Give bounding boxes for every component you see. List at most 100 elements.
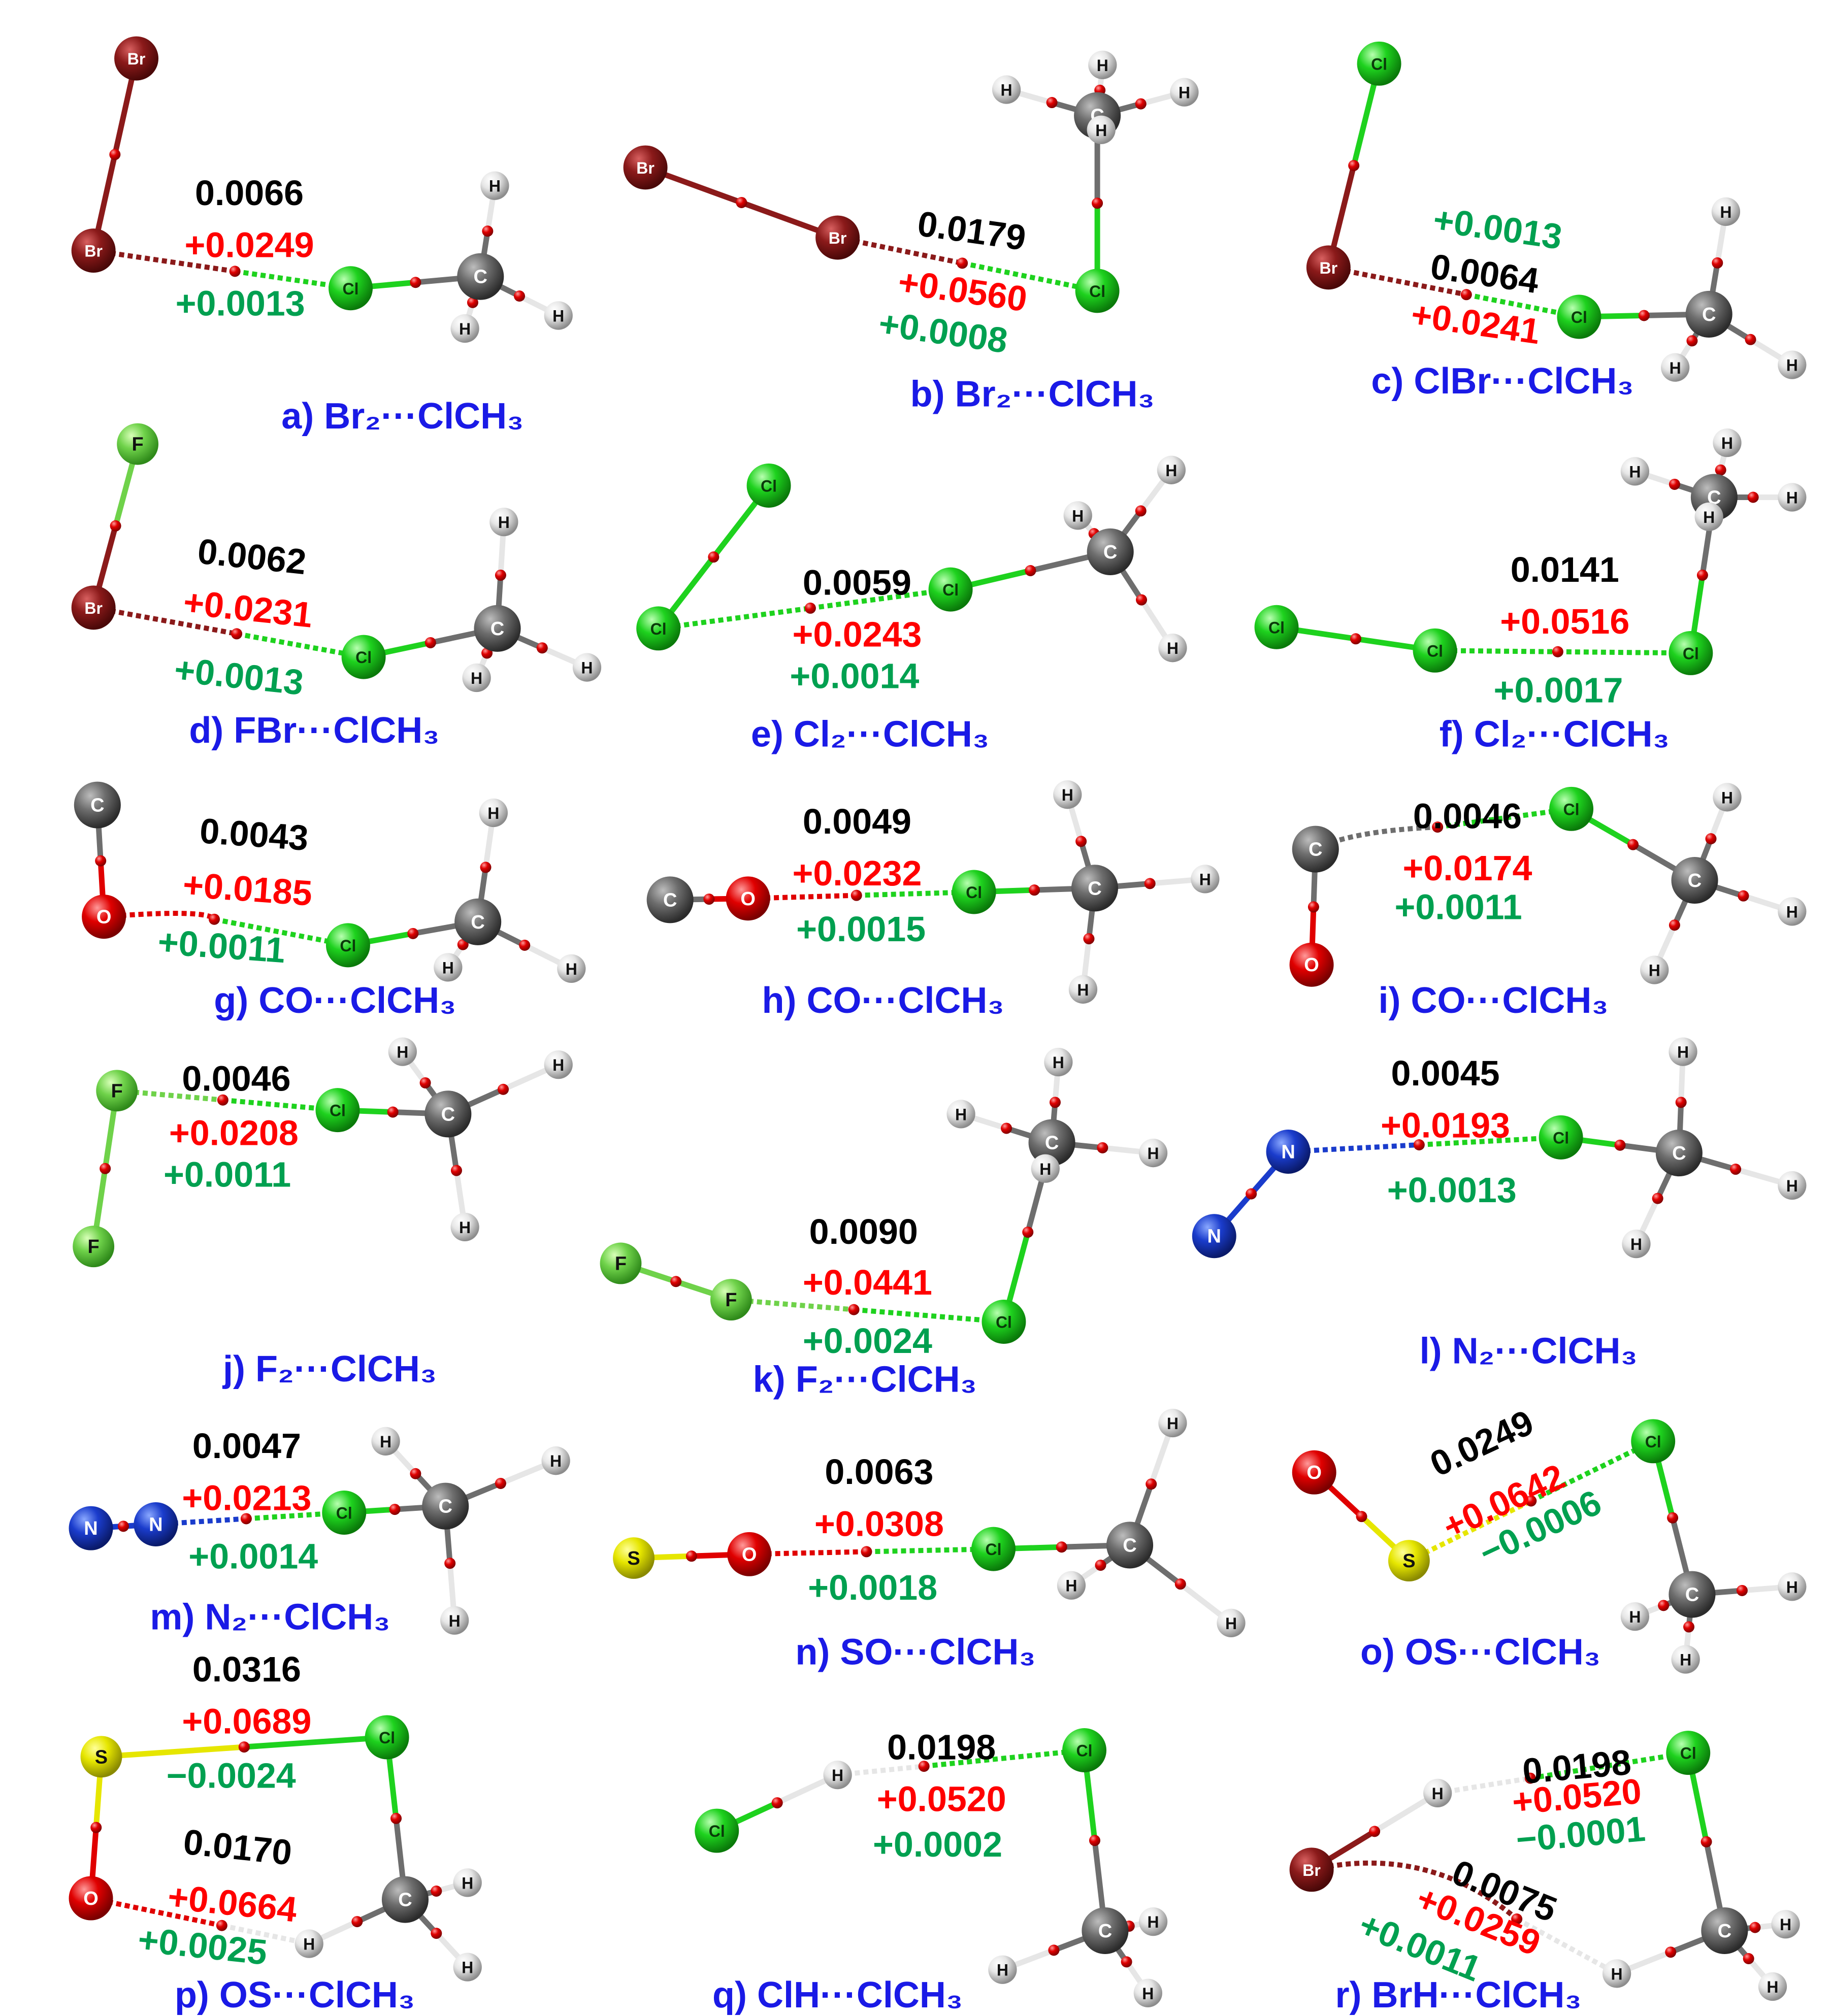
bond-critical-point bbox=[1675, 1097, 1687, 1108]
atom-label-c: C bbox=[1718, 1921, 1731, 1942]
atom-label-h: H bbox=[1039, 1160, 1051, 1178]
atom-s bbox=[80, 1736, 122, 1778]
atom-label-h: H bbox=[1097, 56, 1108, 75]
panel-caption: f) Cl₂···ClCH₃ bbox=[1440, 714, 1670, 755]
atom-h bbox=[544, 301, 573, 330]
laplacian-value: +0.0213 bbox=[182, 1478, 311, 1517]
atom-label-cl: Cl bbox=[1680, 1744, 1696, 1763]
atom-h bbox=[1138, 1138, 1168, 1168]
bond-critical-point bbox=[1146, 1478, 1157, 1490]
atom-label-h: H bbox=[1001, 81, 1012, 99]
atom-label-c: C bbox=[1702, 304, 1716, 325]
atom-label-h: H bbox=[1649, 961, 1660, 979]
panel-caption: h) CO···ClCH₃ bbox=[762, 980, 1004, 1021]
bond-s-cl bbox=[98, 1744, 247, 1760]
atom-label-h: H bbox=[1786, 1578, 1798, 1596]
atom-h bbox=[1217, 1608, 1246, 1638]
bond-critical-point bbox=[389, 1504, 401, 1515]
atom-h bbox=[1157, 455, 1186, 484]
bond-critical-point bbox=[1730, 1164, 1742, 1175]
bond-critical-point bbox=[450, 1165, 462, 1176]
halogen-bond-path bbox=[93, 605, 237, 637]
density-value: 0.0049 bbox=[803, 802, 911, 841]
atom-label-h: H bbox=[1767, 1978, 1778, 1996]
energy-density-value: −0.0024 bbox=[167, 1756, 296, 1796]
atom-label-h: H bbox=[462, 1874, 473, 1892]
atom-h bbox=[1669, 1037, 1697, 1066]
atom-h bbox=[1602, 1959, 1631, 1988]
atom-h bbox=[1053, 780, 1082, 809]
bond-critical-point bbox=[238, 1741, 250, 1753]
atom-f bbox=[710, 1279, 752, 1320]
atom-label-br: Br bbox=[127, 50, 146, 68]
atom-label-h: H bbox=[449, 1612, 461, 1630]
atom-h bbox=[1031, 1154, 1060, 1183]
atom-h bbox=[557, 954, 586, 983]
atom-label-h: H bbox=[1786, 489, 1798, 507]
bond-critical-point bbox=[1056, 1541, 1067, 1553]
density-value: 0.0063 bbox=[825, 1452, 933, 1492]
panel-caption: i) CO···ClCH₃ bbox=[1379, 980, 1609, 1021]
bond-critical-point bbox=[1048, 1944, 1060, 1956]
atom-label-h: H bbox=[1780, 1915, 1791, 1934]
bond-critical-point bbox=[1669, 478, 1680, 490]
bond-critical-point bbox=[482, 225, 494, 237]
atom-h bbox=[1138, 1907, 1168, 1936]
atom-label-h: H bbox=[550, 1452, 562, 1470]
bond-critical-point bbox=[410, 277, 421, 288]
atom-label-h: H bbox=[498, 513, 510, 532]
bond-critical-point bbox=[1097, 1142, 1108, 1153]
bond-critical-point bbox=[216, 1920, 227, 1931]
density-value: 0.0043 bbox=[199, 811, 310, 858]
atom-c bbox=[474, 605, 521, 652]
density-value: 0.0141 bbox=[1511, 550, 1619, 589]
atom-label-o: O bbox=[742, 1544, 757, 1565]
bond-critical-point bbox=[1029, 884, 1040, 896]
bond-critical-point bbox=[1174, 1578, 1186, 1590]
atom-label-cl: Cl bbox=[1683, 644, 1699, 663]
halogen-bond-path bbox=[93, 248, 236, 274]
atom-label-cl: Cl bbox=[1645, 1433, 1661, 1451]
atom-label-cl: Cl bbox=[1553, 1129, 1569, 1147]
atom-label-h: H bbox=[1677, 1043, 1689, 1062]
energy-density-value: +0.0014 bbox=[790, 656, 919, 696]
bond-critical-point bbox=[419, 1077, 431, 1088]
laplacian-value: +0.0193 bbox=[1381, 1105, 1510, 1145]
halogen-bond-path bbox=[658, 605, 811, 631]
energy-density-value: +0.0011 bbox=[1395, 887, 1522, 927]
panel-caption: e) Cl₂···ClCH₃ bbox=[751, 714, 989, 755]
laplacian-value: +0.0308 bbox=[814, 1504, 944, 1544]
laplacian-value: +0.0185 bbox=[182, 865, 314, 913]
bond-critical-point bbox=[1712, 257, 1723, 269]
atom-label-h: H bbox=[1199, 870, 1211, 888]
atom-h bbox=[992, 75, 1021, 104]
bond-critical-point bbox=[708, 551, 720, 563]
bond-critical-point bbox=[1413, 1139, 1425, 1150]
bond-critical-point bbox=[1135, 98, 1147, 110]
atom-cl bbox=[322, 1491, 367, 1535]
bond-critical-point bbox=[495, 1477, 506, 1489]
atom-label-br: Br bbox=[84, 242, 103, 260]
atom-label-h: H bbox=[1629, 1608, 1641, 1626]
atom-cl bbox=[1062, 1728, 1106, 1772]
panel-caption: c) ClBr···ClCH₃ bbox=[1371, 361, 1633, 402]
atom-label-cl: Cl bbox=[1427, 642, 1443, 660]
bond-critical-point bbox=[407, 928, 419, 939]
atom-label-o: O bbox=[1306, 1462, 1322, 1483]
bond-critical-point bbox=[1135, 505, 1147, 517]
atom-s bbox=[1388, 1540, 1430, 1582]
bond-critical-point bbox=[1665, 1946, 1677, 1958]
atom-h bbox=[1778, 1171, 1807, 1200]
bond-critical-point bbox=[1658, 1600, 1670, 1611]
atom-cl bbox=[952, 870, 996, 914]
atom-label-h: H bbox=[1142, 1985, 1154, 2003]
atom-label-h: H bbox=[1432, 1784, 1444, 1803]
atom-h bbox=[541, 1446, 570, 1475]
